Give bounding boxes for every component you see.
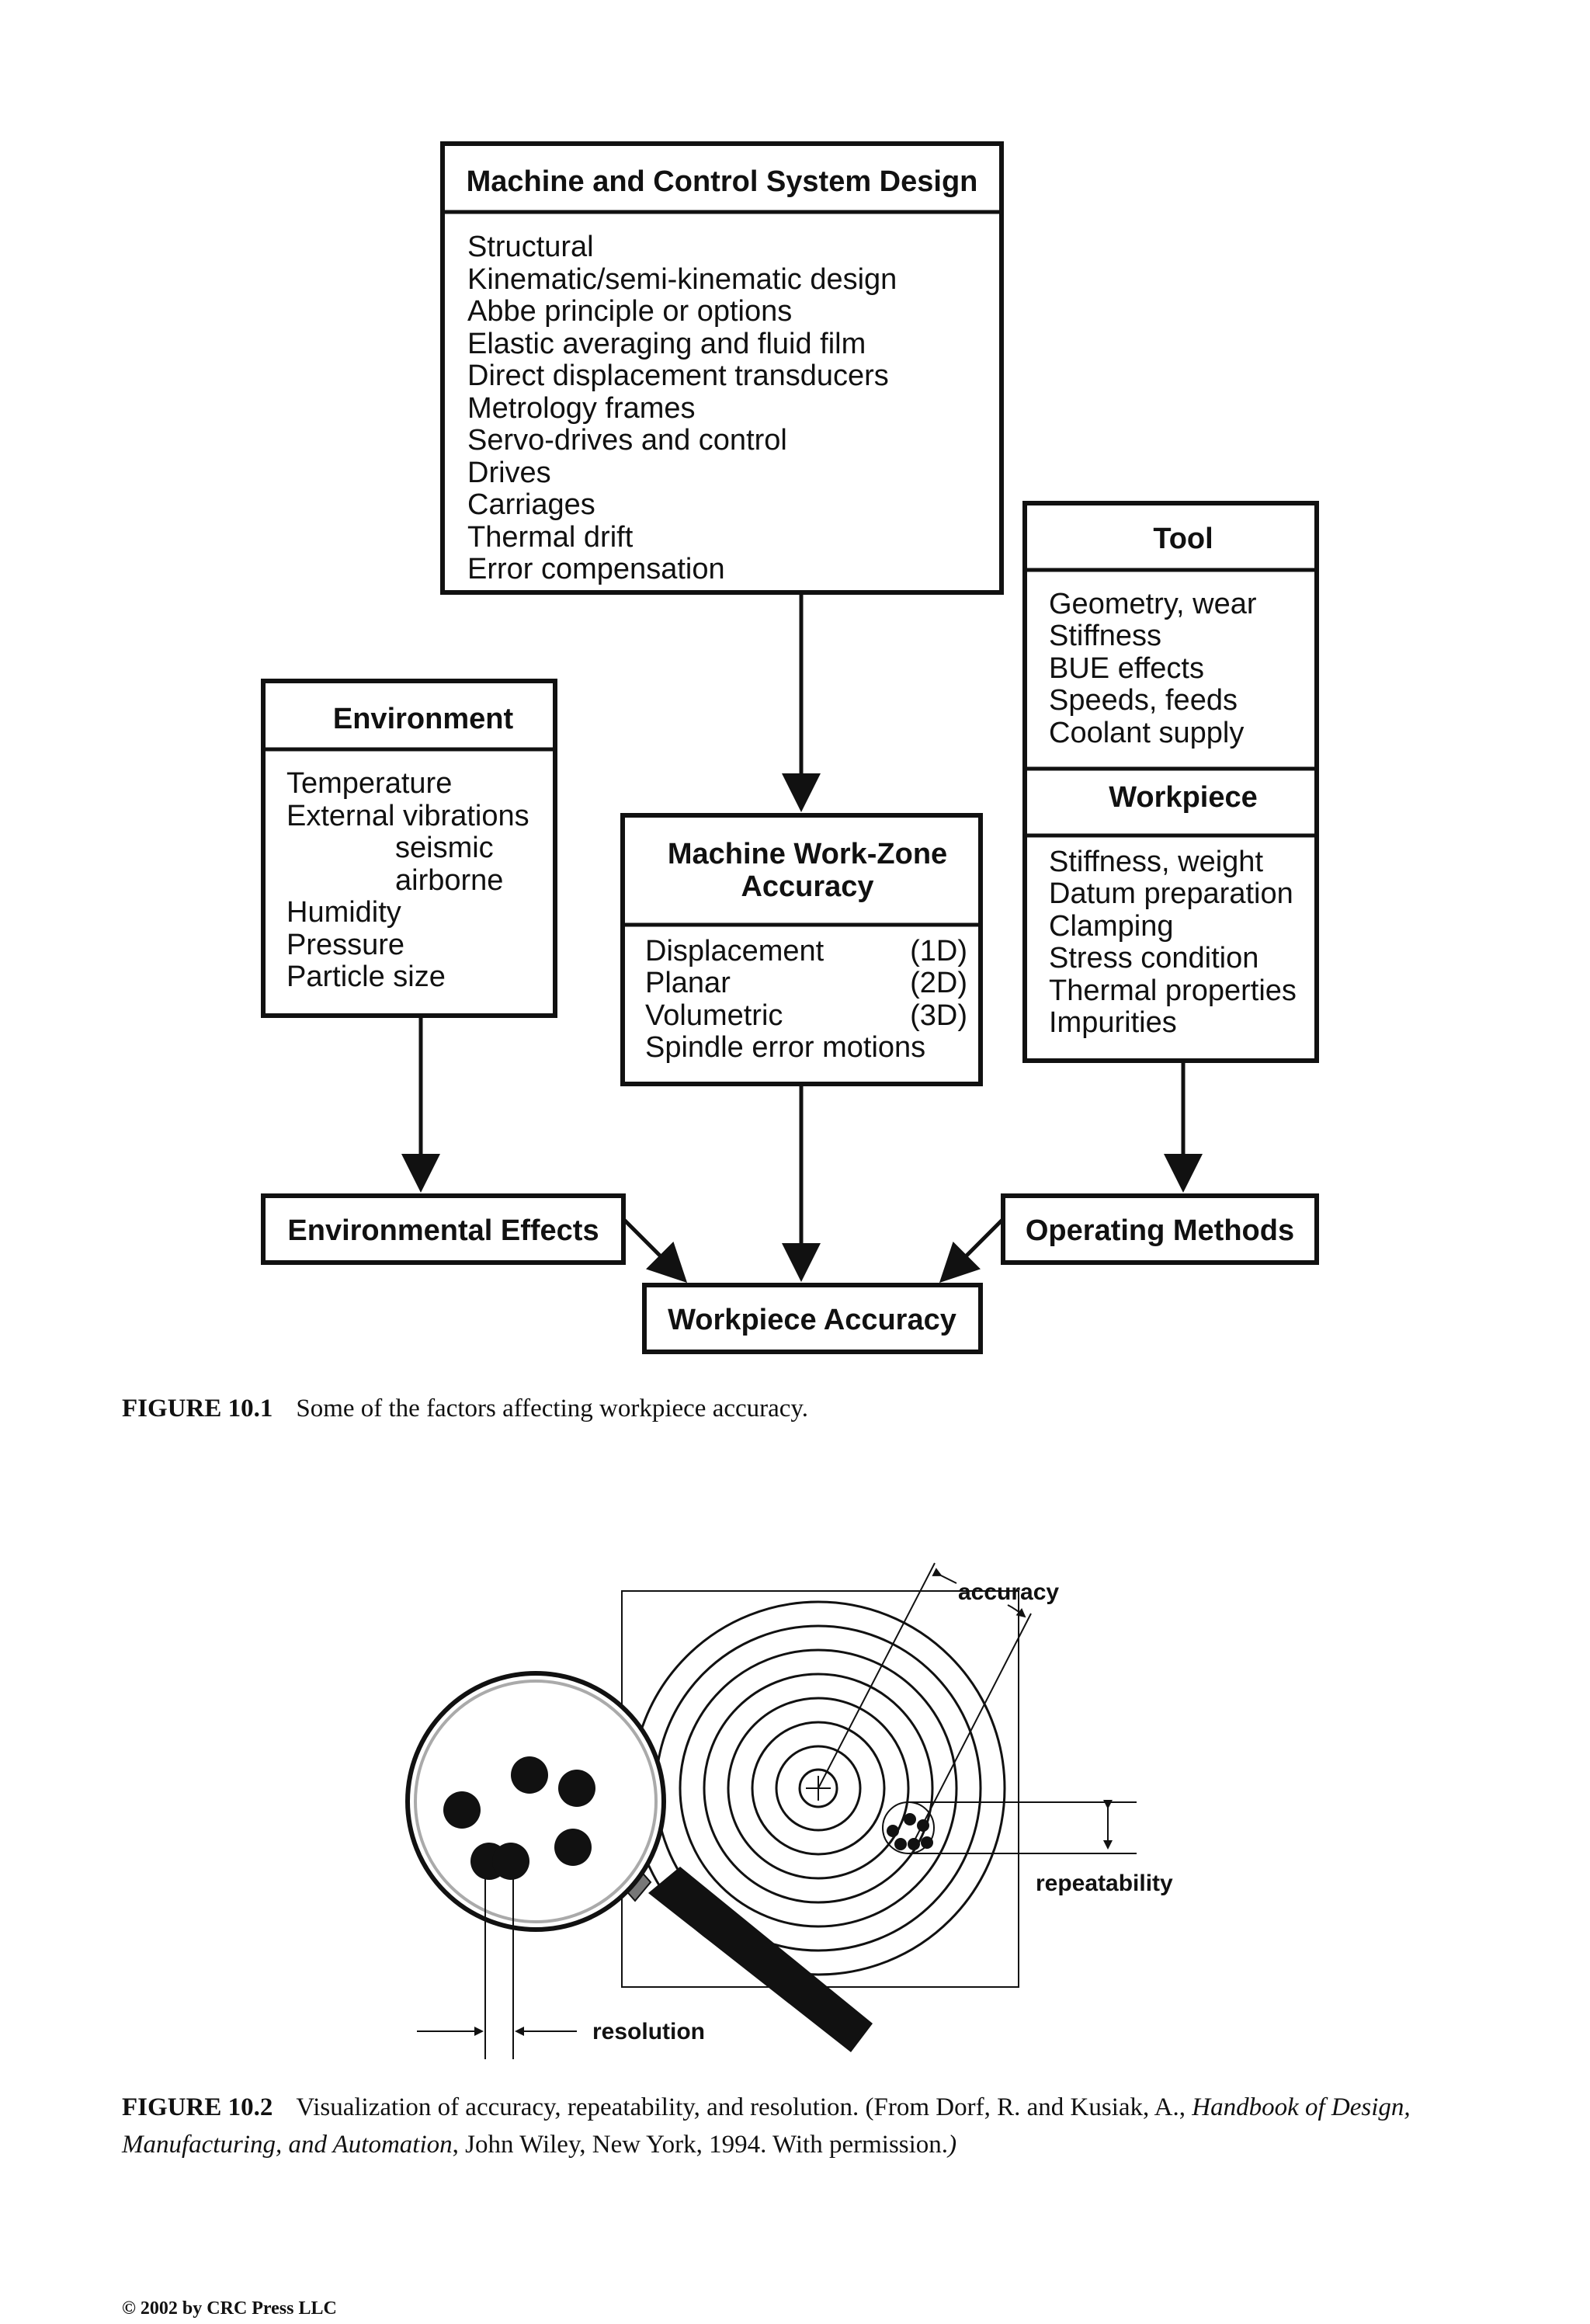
figure2-caption-book: Handbook of Design, Manufacturing, and A… (122, 2093, 1411, 2159)
workzone-item: Displacement (645, 935, 825, 967)
accuracy-line (914, 1613, 1032, 1841)
tool-item: Geometry, wear (1049, 588, 1257, 620)
figure1-caption-text: Some of the factors affecting workpiece … (296, 1395, 809, 1423)
workzone-title: Machine Work-Zone (668, 838, 947, 870)
workzone-item: Spindle error motions (645, 1031, 925, 1064)
environmental-effects-label: Environmental Effects (287, 1214, 599, 1247)
environment-item: Temperature (286, 767, 452, 800)
tool-box-title: Tool (1153, 523, 1213, 555)
workpiece-accuracy-box: Workpiece Accuracy (642, 1283, 983, 1354)
design-item: Servo-drives and control (467, 424, 787, 457)
design-item: Structural (467, 231, 594, 263)
workpiece-item: Stress condition (1049, 942, 1258, 974)
target-diagram: accuracy repeatability (621, 1562, 1173, 1988)
accuracy-label: accuracy (958, 1579, 1059, 1605)
workzone-item-dim: (1D) (910, 935, 967, 967)
figure2-caption-text: Visualization of accuracy, repeatability… (296, 2093, 1192, 2121)
magnifying-glass-icon: resolution (405, 1671, 873, 2059)
workzone-item-dim: (3D) (910, 999, 967, 1032)
design-item: Carriages (467, 488, 595, 521)
design-item: Kinematic/semi-kinematic design (467, 263, 897, 296)
environment-item: External vibrations (286, 800, 529, 832)
figure2-caption-text: , John Wiley, New York, 1994. With permi… (452, 2131, 949, 2159)
workpiece-item: Stiffness, weight (1049, 846, 1263, 878)
operating-methods-box: Operating Methods (1001, 1193, 1319, 1265)
design-item: Error compensation (467, 553, 725, 585)
design-item: Elastic averaging and fluid film (467, 328, 866, 360)
environmental-effects-box: Environmental Effects (261, 1193, 626, 1265)
tool-item: Coolant supply (1049, 717, 1244, 749)
design-box: Machine and Control System Design Struct… (440, 141, 1004, 595)
workzone-box: Machine Work-Zone Accuracy Displacement … (620, 813, 983, 1086)
figure2-caption-close: ) (948, 2131, 957, 2159)
workpiece-item: Impurities (1049, 1006, 1177, 1039)
operating-methods-label: Operating Methods (1026, 1214, 1294, 1247)
workzone-item: Planar (645, 967, 731, 999)
tool-item: BUE effects (1049, 652, 1204, 685)
environment-item: Particle size (286, 961, 446, 993)
tool-item: Stiffness (1049, 620, 1161, 652)
environment-item: seismic (395, 832, 494, 864)
workzone-item: Volumetric (645, 999, 783, 1032)
figure1-caption-number: FIGURE 10.1 (122, 1395, 273, 1423)
magnified-dots (443, 1756, 595, 1880)
design-item: Abbe principle or options (467, 295, 792, 328)
design-box-title: Machine and Control System Design (467, 165, 978, 198)
tool-item: Speeds, feeds (1049, 684, 1238, 717)
design-item: Direct displacement transducers (467, 360, 889, 392)
magnifier-handle (648, 1867, 873, 2052)
figure1-caption: FIGURE 10.1 Some of the factors affecting… (122, 1390, 1473, 1427)
environment-item: airborne (395, 864, 503, 897)
environment-item: Humidity (286, 896, 401, 929)
arrow-methods-to-accuracy (939, 1218, 1005, 1284)
workpiece-item: Clamping (1049, 910, 1174, 943)
accuracy-line (818, 1562, 936, 1789)
environment-box: Environment Temperature External vibrati… (261, 679, 557, 1018)
workpiece-box-title: Workpiece (1109, 781, 1257, 814)
shot-dots (887, 1813, 933, 1850)
workzone-title: Accuracy (741, 870, 873, 903)
design-item: Metrology frames (467, 392, 696, 425)
workpiece-item: Thermal properties (1049, 974, 1297, 1007)
figure2-caption: FIGURE 10.2 Visualization of accuracy, re… (122, 2089, 1473, 2163)
repeatability-label: repeatability (1036, 1871, 1173, 1896)
environment-item: Pressure (286, 929, 404, 961)
tool-workpiece-box: Tool Geometry, wear Stiffness BUE effect… (1022, 501, 1319, 1063)
design-item: Thermal drift (467, 521, 634, 554)
arrow-effects-to-accuracy (622, 1218, 688, 1284)
environment-box-title: Environment (333, 703, 514, 735)
workzone-item-dim: (2D) (910, 967, 967, 999)
figure2-caption-number: FIGURE 10.2 (122, 2093, 273, 2121)
flow-arrows (401, 592, 1203, 1284)
resolution-label: resolution (592, 2019, 705, 2044)
workpiece-accuracy-label: Workpiece Accuracy (668, 1304, 956, 1336)
design-item: Drives (467, 457, 551, 489)
copyright-notice: © 2002 by CRC Press LLC (122, 2298, 337, 2319)
workpiece-item: Datum preparation (1049, 877, 1293, 910)
